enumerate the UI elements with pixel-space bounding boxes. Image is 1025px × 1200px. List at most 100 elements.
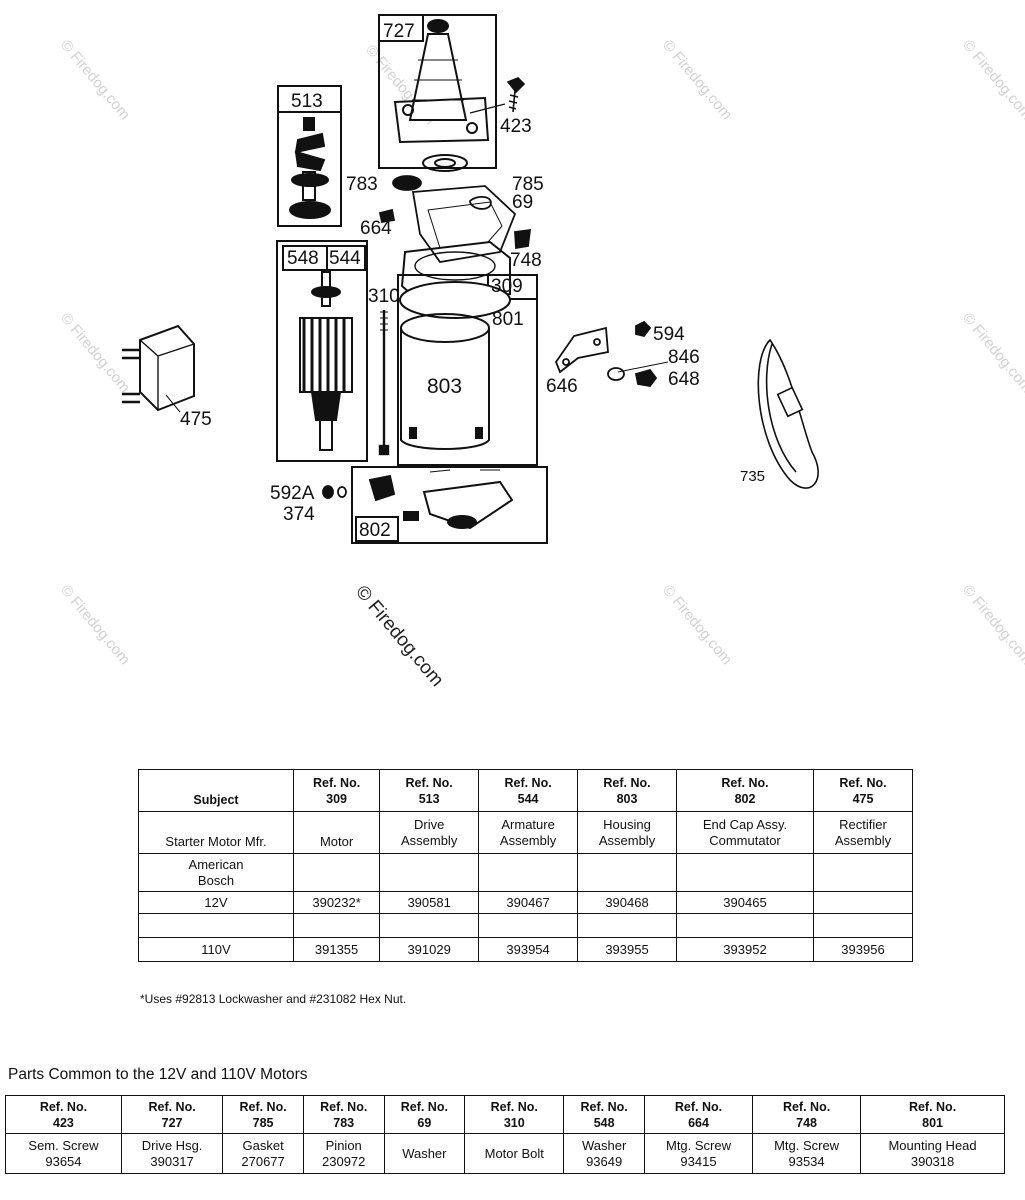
common-ref-header: Ref. No.727: [120, 1095, 224, 1134]
callout-594: 594: [653, 324, 685, 345]
ref-header-544: Ref. No.544: [478, 769, 579, 812]
mfr-label: Starter Motor Mfr.: [138, 811, 294, 854]
common-parts-title: Parts Common to the 12V and 110V Motors: [8, 1066, 308, 1083]
callout-310: 310: [368, 286, 400, 307]
part-number: 391355: [292, 937, 381, 962]
common-ref-header: Ref. No.548: [563, 1095, 645, 1134]
starter-motor-spec-table: Subject Ref. No.309 Ref. No.513 Ref. No.…: [138, 769, 913, 962]
box-label-802: 802: [359, 520, 391, 541]
common-header-row: Ref. No.423 Ref. No.727 Ref. No.785 Ref.…: [5, 1095, 1005, 1134]
footnote: *Uses #92813 Lockwasher and #231082 Hex …: [140, 992, 407, 1006]
box-label-544: 544: [329, 248, 361, 269]
watermark-main: © Firedog.com: [351, 582, 447, 691]
table-row-blank: [138, 913, 913, 938]
part-number: 390468: [577, 891, 677, 914]
watermark: © Firedog.com: [659, 582, 735, 668]
callout-69: 69: [512, 192, 533, 213]
common-part-cell: Drive Hsg.390317: [120, 1133, 224, 1174]
callout-648: 648: [668, 369, 700, 390]
callout-801: 801: [492, 309, 524, 330]
power-cord-735: [757, 338, 819, 489]
ref-header-802: Ref. No.802: [676, 769, 814, 812]
box-label-309: 309: [491, 276, 523, 297]
callout-592a: 592A: [270, 483, 315, 504]
drive-housing-group: [378, 14, 506, 172]
common-ref-header: Ref. No.664: [643, 1095, 754, 1134]
common-parts-table: Ref. No.423 Ref. No.727 Ref. No.785 Ref.…: [5, 1095, 1005, 1174]
common-ref-header: Ref. No.423: [5, 1095, 122, 1134]
callout-735: 735: [740, 468, 765, 485]
callout-374: 374: [283, 504, 315, 525]
callout-846: 846: [668, 347, 700, 368]
callout-748: 748: [510, 250, 542, 271]
voltage-label: 110V: [138, 937, 294, 962]
table-header-row: Subject Ref. No.309 Ref. No.513 Ref. No.…: [138, 769, 913, 812]
box-label-513: 513: [291, 91, 323, 112]
part-number: 393955: [577, 937, 677, 962]
rectifier-475: [122, 324, 195, 413]
part-number: 393956: [813, 937, 913, 962]
callout-646: 646: [546, 376, 578, 397]
motor-housing-group: [397, 240, 538, 466]
watermark: © Firedog.com: [959, 310, 1025, 396]
subject-header: Subject: [138, 769, 294, 812]
watermark: © Firedog.com: [959, 37, 1025, 123]
callout-664: 664: [360, 218, 392, 239]
watermark: © Firedog.com: [57, 37, 133, 123]
common-ref-header: Ref. No.783: [302, 1095, 385, 1134]
part-number: [813, 891, 913, 914]
box-label-727: 727: [383, 21, 415, 42]
common-ref-header: Ref. No.310: [464, 1095, 565, 1134]
callout-423: 423: [500, 116, 532, 137]
common-part-cell: Washer: [383, 1133, 466, 1174]
table-row-12v: 12V 390232* 390581 390467 390468 390465: [138, 891, 913, 914]
desc-309: Motor: [292, 811, 381, 854]
watermark: © Firedog.com: [57, 582, 133, 668]
common-ref-header: Ref. No.748: [752, 1095, 862, 1134]
box-label-548: 548: [287, 248, 319, 269]
pinion-gasket-group: [378, 175, 532, 263]
table-row-110v: 110V 391355 391029 393954 393955 393952 …: [138, 937, 913, 962]
motor-bolt-310: [378, 310, 390, 456]
common-ref-header: Ref. No.801: [860, 1095, 1005, 1134]
part-number: 393952: [676, 937, 814, 962]
part-number: 393954: [478, 937, 579, 962]
part-number: 390467: [478, 891, 579, 914]
ref-header-803: Ref. No.803: [577, 769, 677, 812]
ref-header-475: Ref. No.475: [813, 769, 913, 812]
ref-header-513: Ref. No.513: [379, 769, 480, 812]
part-number: 390465: [676, 891, 814, 914]
watermark: © Firedog.com: [959, 582, 1025, 668]
screw-423: [506, 77, 526, 113]
armature-group: [276, 240, 368, 462]
watermarks: © Firedog.com © Firedog.com © Firedog.co…: [57, 37, 1025, 668]
callout-785: 785: [512, 174, 544, 195]
part-number: 390581: [379, 891, 480, 914]
part-number: 391029: [379, 937, 480, 962]
common-ref-header: Ref. No.69: [383, 1095, 466, 1134]
ref-header-309: Ref. No.309: [292, 769, 381, 812]
callout-803: 803: [427, 375, 462, 398]
part-number: 390232*: [292, 891, 381, 914]
callout-475: 475: [180, 409, 212, 430]
watermark: © Firedog.com: [659, 37, 735, 123]
bracket-hardware-group: [554, 320, 669, 387]
drive-assembly-group: [277, 85, 342, 227]
common-part-cell: Motor Bolt: [464, 1133, 565, 1174]
end-cap-group: [351, 466, 548, 544]
